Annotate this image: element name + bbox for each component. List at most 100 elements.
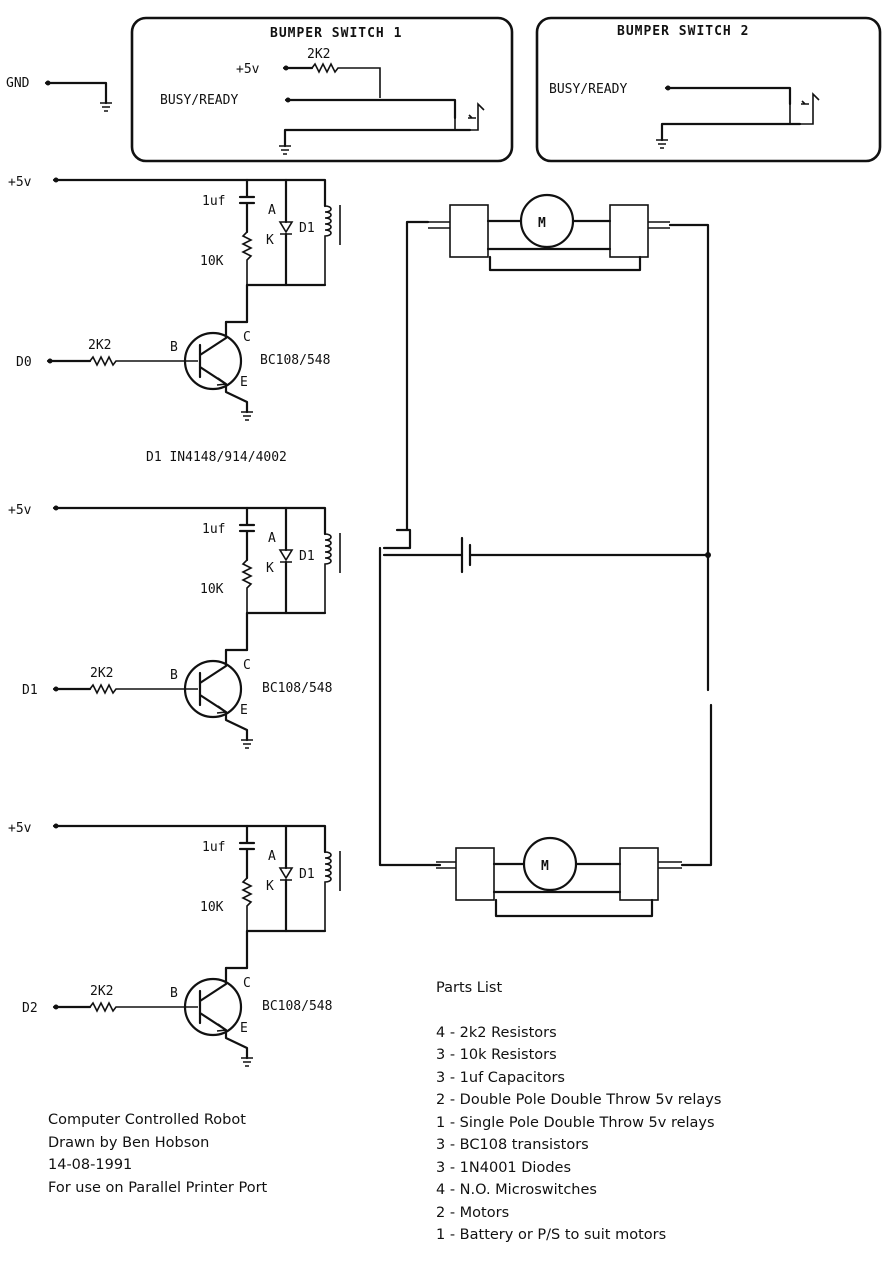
stage2-input-label: D1: [22, 683, 38, 698]
right-bus-lower: [680, 703, 713, 867]
parts-list-item: 3 - 1N4001 Diodes: [436, 1160, 571, 1176]
bumper-switch-2-title: BUMPER SWITCH 2: [617, 24, 749, 39]
resistor-icon: [241, 877, 253, 931]
stage1-base-label: B: [170, 340, 178, 355]
parts-list-item: 4 - N.O. Microswitches: [436, 1182, 597, 1198]
parts-list: Parts List 4 - 2k2 Resistors 3 - 10k Res…: [436, 980, 721, 1243]
stage1-supply-wire: [52, 178, 327, 208]
relay-coil-icon: [324, 533, 332, 613]
credit-usage: For use on Parallel Printer Port: [48, 1180, 268, 1196]
stage2-transistor-leads: [198, 648, 249, 742]
stage3-supply-terminal: [53, 823, 59, 829]
motor-icon: [522, 836, 578, 892]
bumper-switch-1-plus-label: +5v: [236, 62, 260, 77]
stage2-cathode-label: K: [266, 561, 274, 576]
relay-contact-block: [619, 847, 659, 901]
relay-contact-block: [449, 204, 489, 258]
resistor-icon: [89, 683, 198, 695]
stage2-supply-terminal: [53, 505, 59, 511]
stage1-transistor-leads: [198, 320, 249, 414]
relay-coil-icon: [324, 851, 332, 931]
credits: Computer Controlled Robot Drawn by Ben H…: [48, 1112, 268, 1196]
bumper-switch-2-busy-label: BUSY/READY: [549, 82, 627, 97]
stage2-collector-label: C: [243, 658, 251, 673]
bumper-switch-1-resistor-label: 2K2: [307, 47, 330, 62]
center-relay-icon: [382, 528, 412, 550]
transistor-icon: [183, 659, 243, 719]
driver-stage-d2: +5v 1uf 10K A K D1 D2 2K2 B C E BC108/54…: [8, 821, 341, 1067]
ground-icon: [241, 411, 253, 421]
stage2-transistor-label: BC108/548: [262, 681, 332, 696]
parts-list-item: 2 - Double Pole Double Throw 5v relays: [436, 1092, 721, 1108]
stage1-input-label: D0: [16, 355, 32, 370]
bumper-switch-1-title: BUMPER SWITCH 1: [270, 26, 402, 41]
ground-icon: [241, 1057, 253, 1067]
stage2-emitter-label: E: [240, 703, 248, 718]
bumper-switch-1: BUMPER SWITCH 1 2K2 +5v BUSY/READY: [130, 16, 514, 163]
stage2-anode-label: A: [268, 531, 276, 546]
stage3-input-label: D2: [22, 1001, 38, 1016]
bumper2-busy-terminal: [665, 85, 671, 91]
parts-list-item: 3 - BC108 transistors: [436, 1137, 589, 1153]
stage3-cathode-label: K: [266, 879, 274, 894]
resistor-icon: [89, 1001, 198, 1013]
bumper1-ground-wire: [283, 128, 472, 148]
credit-author: Drawn by Ben Hobson: [48, 1135, 209, 1151]
stage2-input-terminal: [53, 686, 59, 692]
parts-list-title: Parts List: [436, 980, 502, 996]
parts-list-item: 2 - Motors: [436, 1205, 509, 1221]
gnd-wire: [44, 81, 108, 105]
top-relay-terminals: [428, 221, 670, 229]
stage1-supply-label: +5v: [8, 175, 32, 190]
parts-list-item: 1 - Single Pole Double Throw 5v relays: [436, 1115, 715, 1131]
stage2-cap-label: 1uf: [202, 522, 225, 537]
relay-coil-icon: [324, 205, 332, 285]
stage3-supply-label: +5v: [8, 821, 32, 836]
stage2-diode-label: D1: [299, 549, 315, 564]
motor-icon: [519, 193, 575, 249]
capacitor-icon: [238, 195, 256, 205]
top-relay-return: [488, 255, 642, 272]
emitter-arrow-icon: [216, 705, 229, 714]
stage3-anode-label: A: [268, 849, 276, 864]
bumper-switch-1-busy-label: BUSY/READY: [160, 93, 238, 108]
parts-list-item: 3 - 10k Resistors: [436, 1047, 557, 1063]
credit-date: 14-08-1991: [48, 1157, 132, 1173]
ground-icon: [241, 739, 253, 749]
capacitor-icon: [238, 841, 256, 851]
transistor-icon: [183, 331, 243, 391]
parts-list-item: 4 - 2k2 Resistors: [436, 1025, 557, 1041]
left-bus-lower: [378, 546, 442, 867]
bumper1-microswitch-icon: [454, 100, 485, 131]
emitter-arrow-icon: [216, 1023, 229, 1032]
stage1-cap-label: 1uf: [202, 194, 225, 209]
gnd-connection: GND: [6, 76, 112, 112]
stage1-resistor-label: 10K: [200, 254, 224, 269]
stage1-anode-label: A: [268, 203, 276, 218]
top-motor-label: M: [538, 216, 547, 231]
stage1-collector-label: C: [243, 330, 251, 345]
motor-circuit: M M: [378, 193, 713, 918]
bumper1-plus-terminal: [283, 65, 289, 71]
stage1-cathode-label: K: [266, 233, 274, 248]
ground-icon: [656, 139, 668, 149]
gnd-label: GND: [6, 76, 30, 91]
right-bus-upper: [668, 223, 710, 692]
parts-list-item: 3 - 1uf Capacitors: [436, 1070, 565, 1086]
resistor-icon: [89, 355, 198, 367]
bottom-motor-label: M: [541, 859, 550, 874]
gnd-terminal: [45, 80, 51, 86]
battery-junction: [705, 552, 711, 558]
stage2-base-label: B: [170, 668, 178, 683]
stage2-supply-label: +5v: [8, 503, 32, 518]
stage1-base-resistor-label: 2K2: [88, 338, 111, 353]
relay-contact-block: [609, 204, 649, 258]
stage1-transistor-label: BC108/548: [260, 353, 330, 368]
bumper2-microswitch-icon: [789, 88, 820, 125]
stage3-cap-label: 1uf: [202, 840, 225, 855]
ground-icon: [100, 102, 112, 112]
stage1-emitter-label: E: [240, 375, 248, 390]
stage3-base-label: B: [170, 986, 178, 1001]
emitter-arrow-icon: [216, 377, 229, 386]
